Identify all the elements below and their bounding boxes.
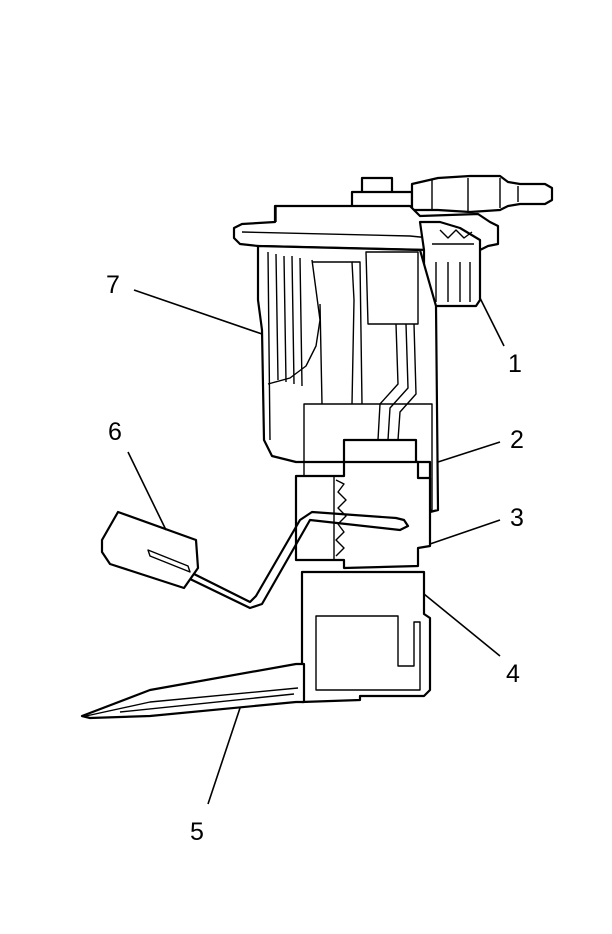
callout-1: 1 — [508, 350, 522, 378]
callout-6: 6 — [108, 418, 122, 446]
leader-3 — [429, 519, 501, 545]
leader-7 — [133, 289, 263, 335]
leader-lines — [127, 289, 505, 805]
callout-5: 5 — [190, 818, 204, 846]
leader-6 — [127, 451, 167, 531]
leader-2 — [437, 441, 501, 463]
callout-3: 3 — [510, 504, 524, 532]
callout-2: 2 — [510, 426, 524, 454]
callout-7: 7 — [106, 271, 120, 299]
lower-body — [300, 570, 432, 704]
module-flange — [232, 174, 554, 308]
leader-5 — [207, 707, 241, 805]
leader-1 — [479, 297, 505, 347]
callout-4: 4 — [506, 660, 520, 688]
leader-4 — [423, 593, 501, 657]
float-arm — [100, 510, 410, 610]
callout-labels: 1 2 3 4 5 6 7 — [106, 271, 524, 846]
strainer — [80, 662, 306, 720]
